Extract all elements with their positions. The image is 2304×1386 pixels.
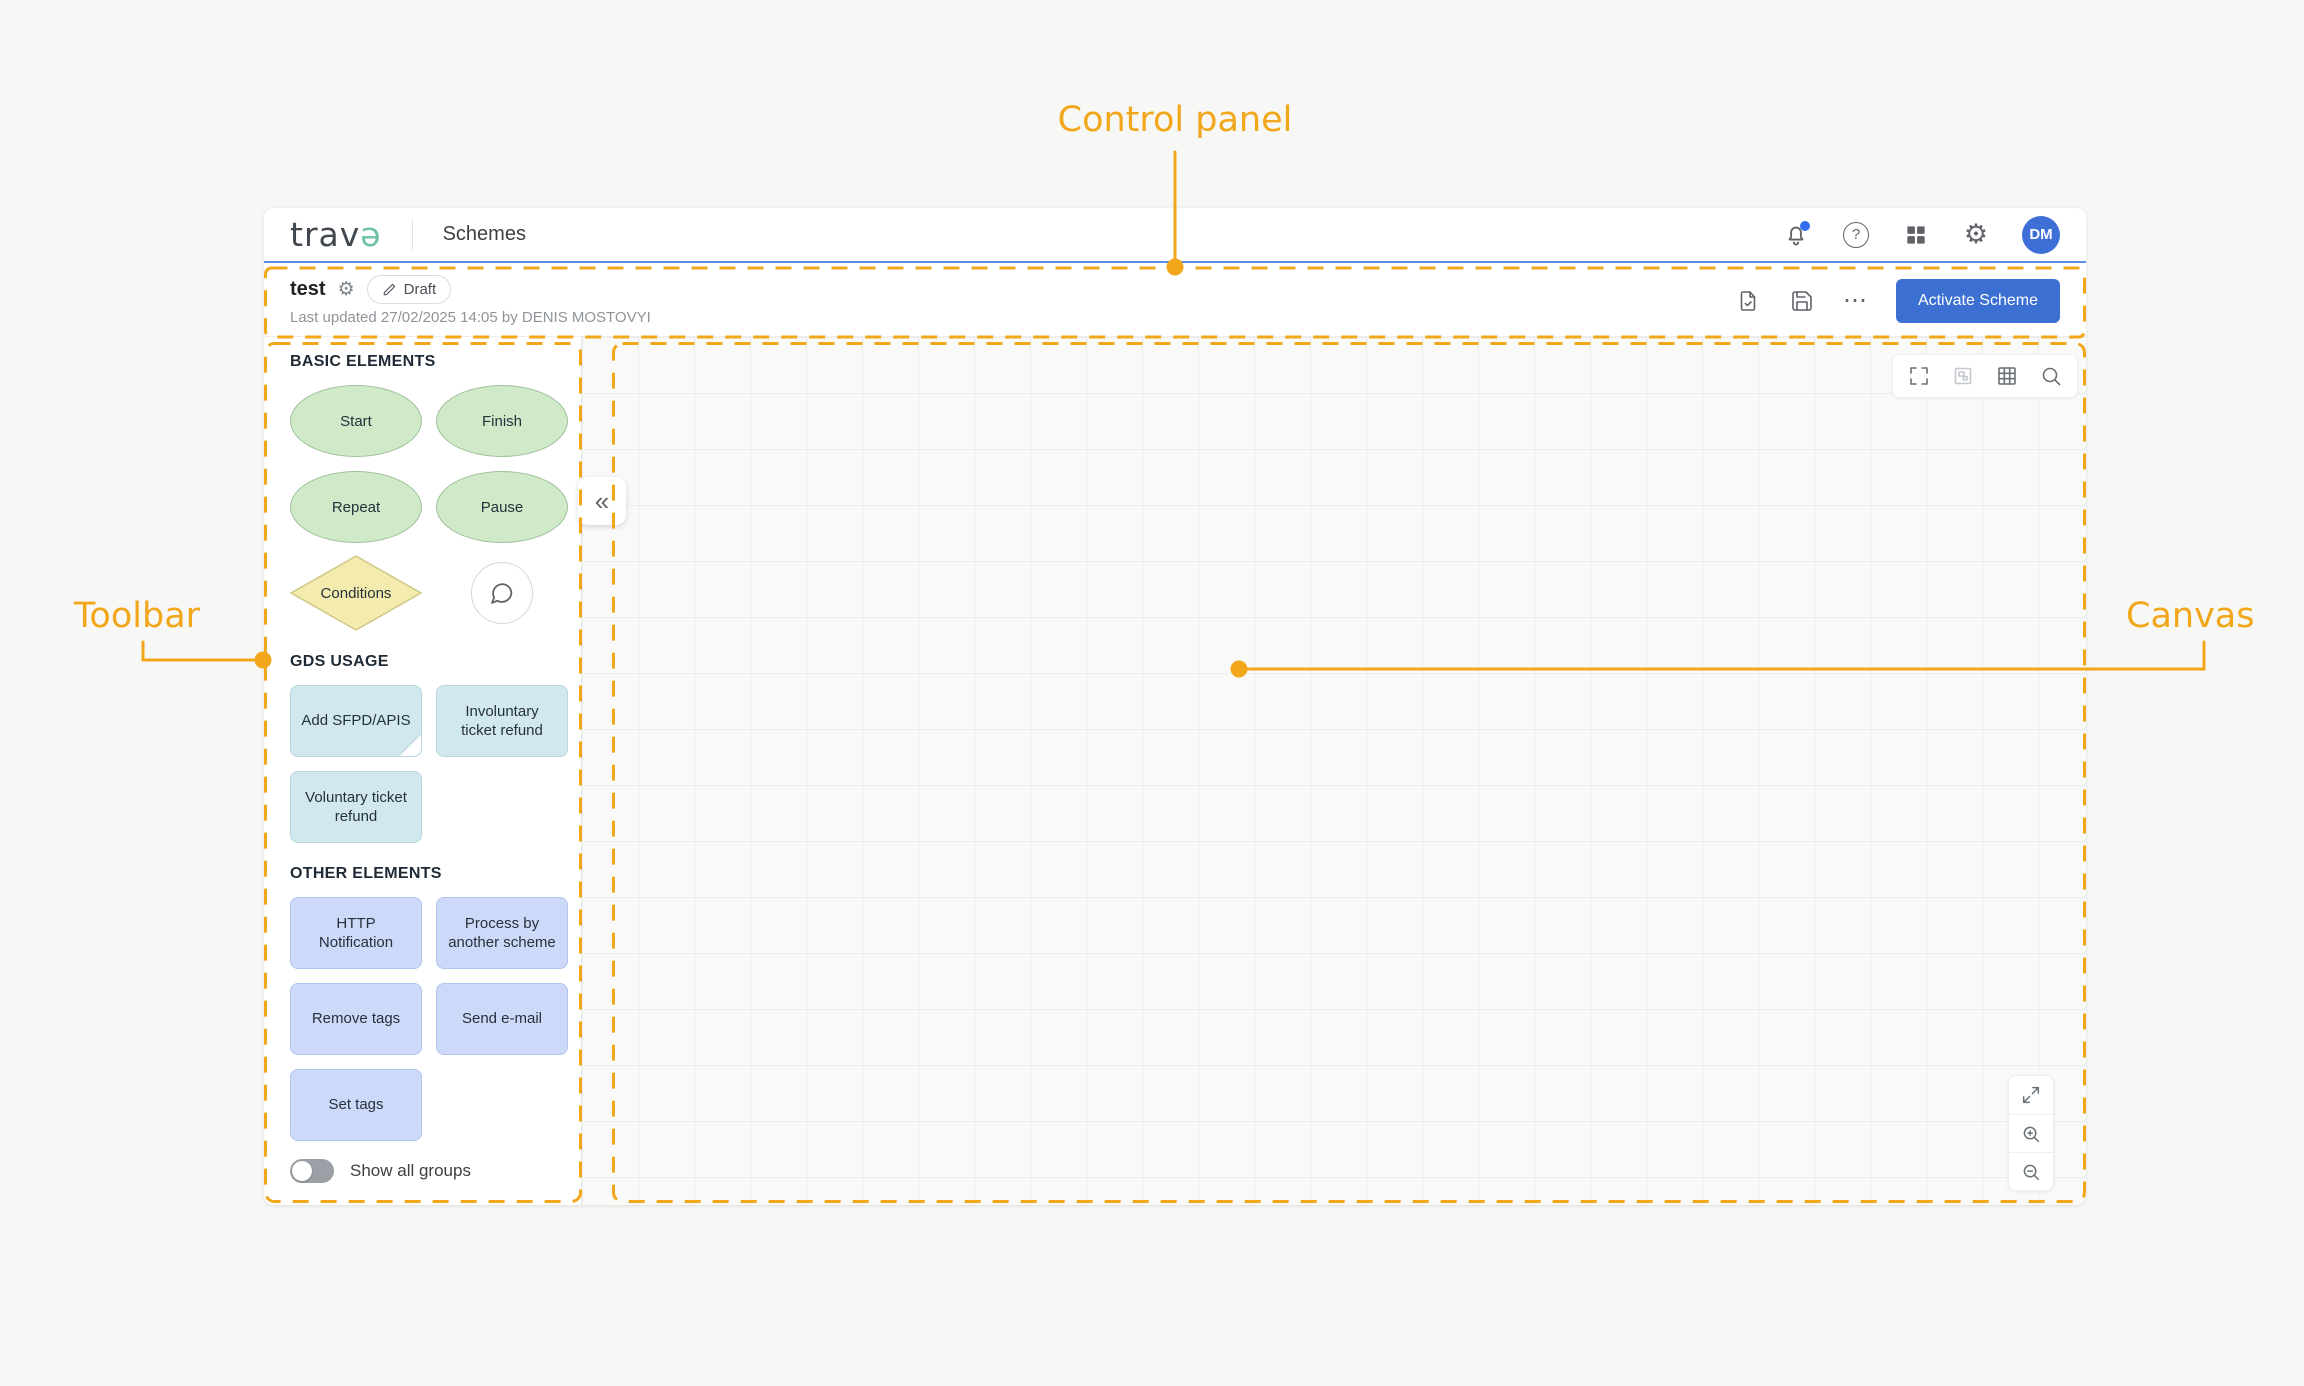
- show-all-groups-toggle[interactable]: [290, 1159, 334, 1183]
- page-title: Schemes: [442, 223, 526, 245]
- element-remove-tags[interactable]: Remove tags: [290, 983, 422, 1055]
- scheme-settings-gear-icon[interactable]: ⚙: [337, 278, 355, 300]
- gds-elements-grid: Add SFPD/APIS Involuntary ticket refund …: [290, 685, 568, 843]
- section-title-basic: BASIC ELEMENTS: [290, 353, 436, 370]
- element-finish[interactable]: Finish: [436, 385, 568, 457]
- trava-logo[interactable]: travə: [290, 218, 382, 251]
- folded-corner: [399, 734, 421, 756]
- collapse-toolbar-button[interactable]: «: [578, 477, 626, 525]
- help-question-mark: ?: [1843, 221, 1869, 248]
- app-header: travə Schemes ? ⚙ DM: [264, 208, 2086, 263]
- canvas-zoom-toolbar: [2008, 1075, 2054, 1191]
- help-icon[interactable]: ?: [1842, 221, 1870, 249]
- app-window: travə Schemes ? ⚙ DM test ⚙: [264, 208, 2086, 1205]
- section-title-other: OTHER ELEMENTS: [290, 865, 442, 882]
- control-panel: test ⚙ Draft Last updated 27/02/2025 14:…: [264, 265, 2086, 337]
- element-start[interactable]: Start: [290, 385, 422, 457]
- logo-accent-char: ə: [360, 215, 382, 254]
- other-elements-grid: HTTP Notification Process by another sch…: [290, 897, 568, 1141]
- control-panel-annotation-label: Control panel: [1057, 100, 1293, 140]
- status-badge[interactable]: Draft: [366, 275, 452, 304]
- zoom-in-icon[interactable]: [2009, 1114, 2053, 1152]
- section-title-gds: GDS USAGE: [290, 653, 389, 670]
- element-add-sfpd-apis[interactable]: Add SFPD/APIS: [290, 685, 422, 757]
- apps-grid-icon[interactable]: [1902, 221, 1930, 249]
- settings-gear-icon[interactable]: ⚙: [1963, 219, 1989, 250]
- grid-toggle-icon[interactable]: [1989, 358, 2025, 394]
- element-involuntary-ticket-refund[interactable]: Involuntary ticket refund: [436, 685, 568, 757]
- canvas-top-toolbar: [1892, 354, 2078, 398]
- element-send-email[interactable]: Send e-mail: [436, 983, 568, 1055]
- toggle-knob: [292, 1161, 312, 1181]
- element-process-by-another-scheme[interactable]: Process by another scheme: [436, 897, 568, 969]
- fit-to-screen-icon[interactable]: [2009, 1076, 2053, 1114]
- zoom-out-icon[interactable]: [2009, 1152, 2053, 1190]
- canvas-grid[interactable]: [582, 337, 2086, 1205]
- element-label: Add SFPD/APIS: [301, 712, 411, 730]
- scheme-info: test ⚙ Draft Last updated 27/02/2025 14:…: [290, 275, 651, 326]
- element-conditions[interactable]: Conditions: [290, 555, 422, 631]
- header-actions: ? ⚙ DM: [1782, 215, 2060, 254]
- notification-dot: [1800, 220, 1810, 231]
- basic-elements-grid: Start Finish Repeat Pause: [290, 385, 568, 543]
- scheme-name: test: [290, 278, 326, 300]
- minimap-icon[interactable]: [1945, 358, 1981, 394]
- control-panel-actions: ⋯ Activate Scheme: [1735, 278, 2060, 323]
- element-http-notification[interactable]: HTTP Notification: [290, 897, 422, 969]
- canvas-annotation-label: Canvas: [2126, 596, 2255, 636]
- validate-scheme-icon[interactable]: [1735, 288, 1761, 314]
- user-avatar[interactable]: DM: [2022, 215, 2060, 254]
- more-options-icon[interactable]: ⋯: [1842, 286, 1868, 314]
- element-pause[interactable]: Pause: [436, 471, 568, 543]
- conditions-label: Conditions: [320, 584, 392, 602]
- editor-body: BASIC ELEMENTS Start Finish Repeat Pause…: [264, 337, 2086, 1205]
- last-updated-text: Last updated 27/02/2025 14:05 by DENIS M…: [290, 309, 651, 326]
- status-badge-label: Draft: [403, 281, 437, 298]
- pencil-icon: [383, 283, 396, 296]
- toolbar-connector-line: [141, 640, 256, 662]
- element-repeat[interactable]: Repeat: [290, 471, 422, 543]
- element-set-tags[interactable]: Set tags: [290, 1069, 422, 1141]
- toolbar-annotation-label: Toolbar: [74, 596, 201, 636]
- save-icon[interactable]: [1789, 288, 1815, 314]
- logo-text: trav: [290, 215, 361, 254]
- element-voluntary-ticket-refund[interactable]: Voluntary ticket refund: [290, 771, 422, 843]
- header-divider: [411, 219, 413, 250]
- show-all-groups-row: Show all groups: [290, 1159, 555, 1183]
- notifications-bell-icon[interactable]: [1782, 220, 1810, 249]
- search-icon[interactable]: [2033, 358, 2069, 394]
- element-comment[interactable]: [471, 562, 533, 624]
- conditions-row: Conditions: [290, 555, 555, 631]
- comment-bubble-icon: [491, 583, 513, 604]
- fullscreen-icon[interactable]: [1901, 358, 1937, 394]
- elements-toolbar: BASIC ELEMENTS Start Finish Repeat Pause…: [264, 337, 582, 1205]
- show-all-groups-label: Show all groups: [350, 1161, 471, 1180]
- activate-scheme-button[interactable]: Activate Scheme: [1895, 278, 2060, 323]
